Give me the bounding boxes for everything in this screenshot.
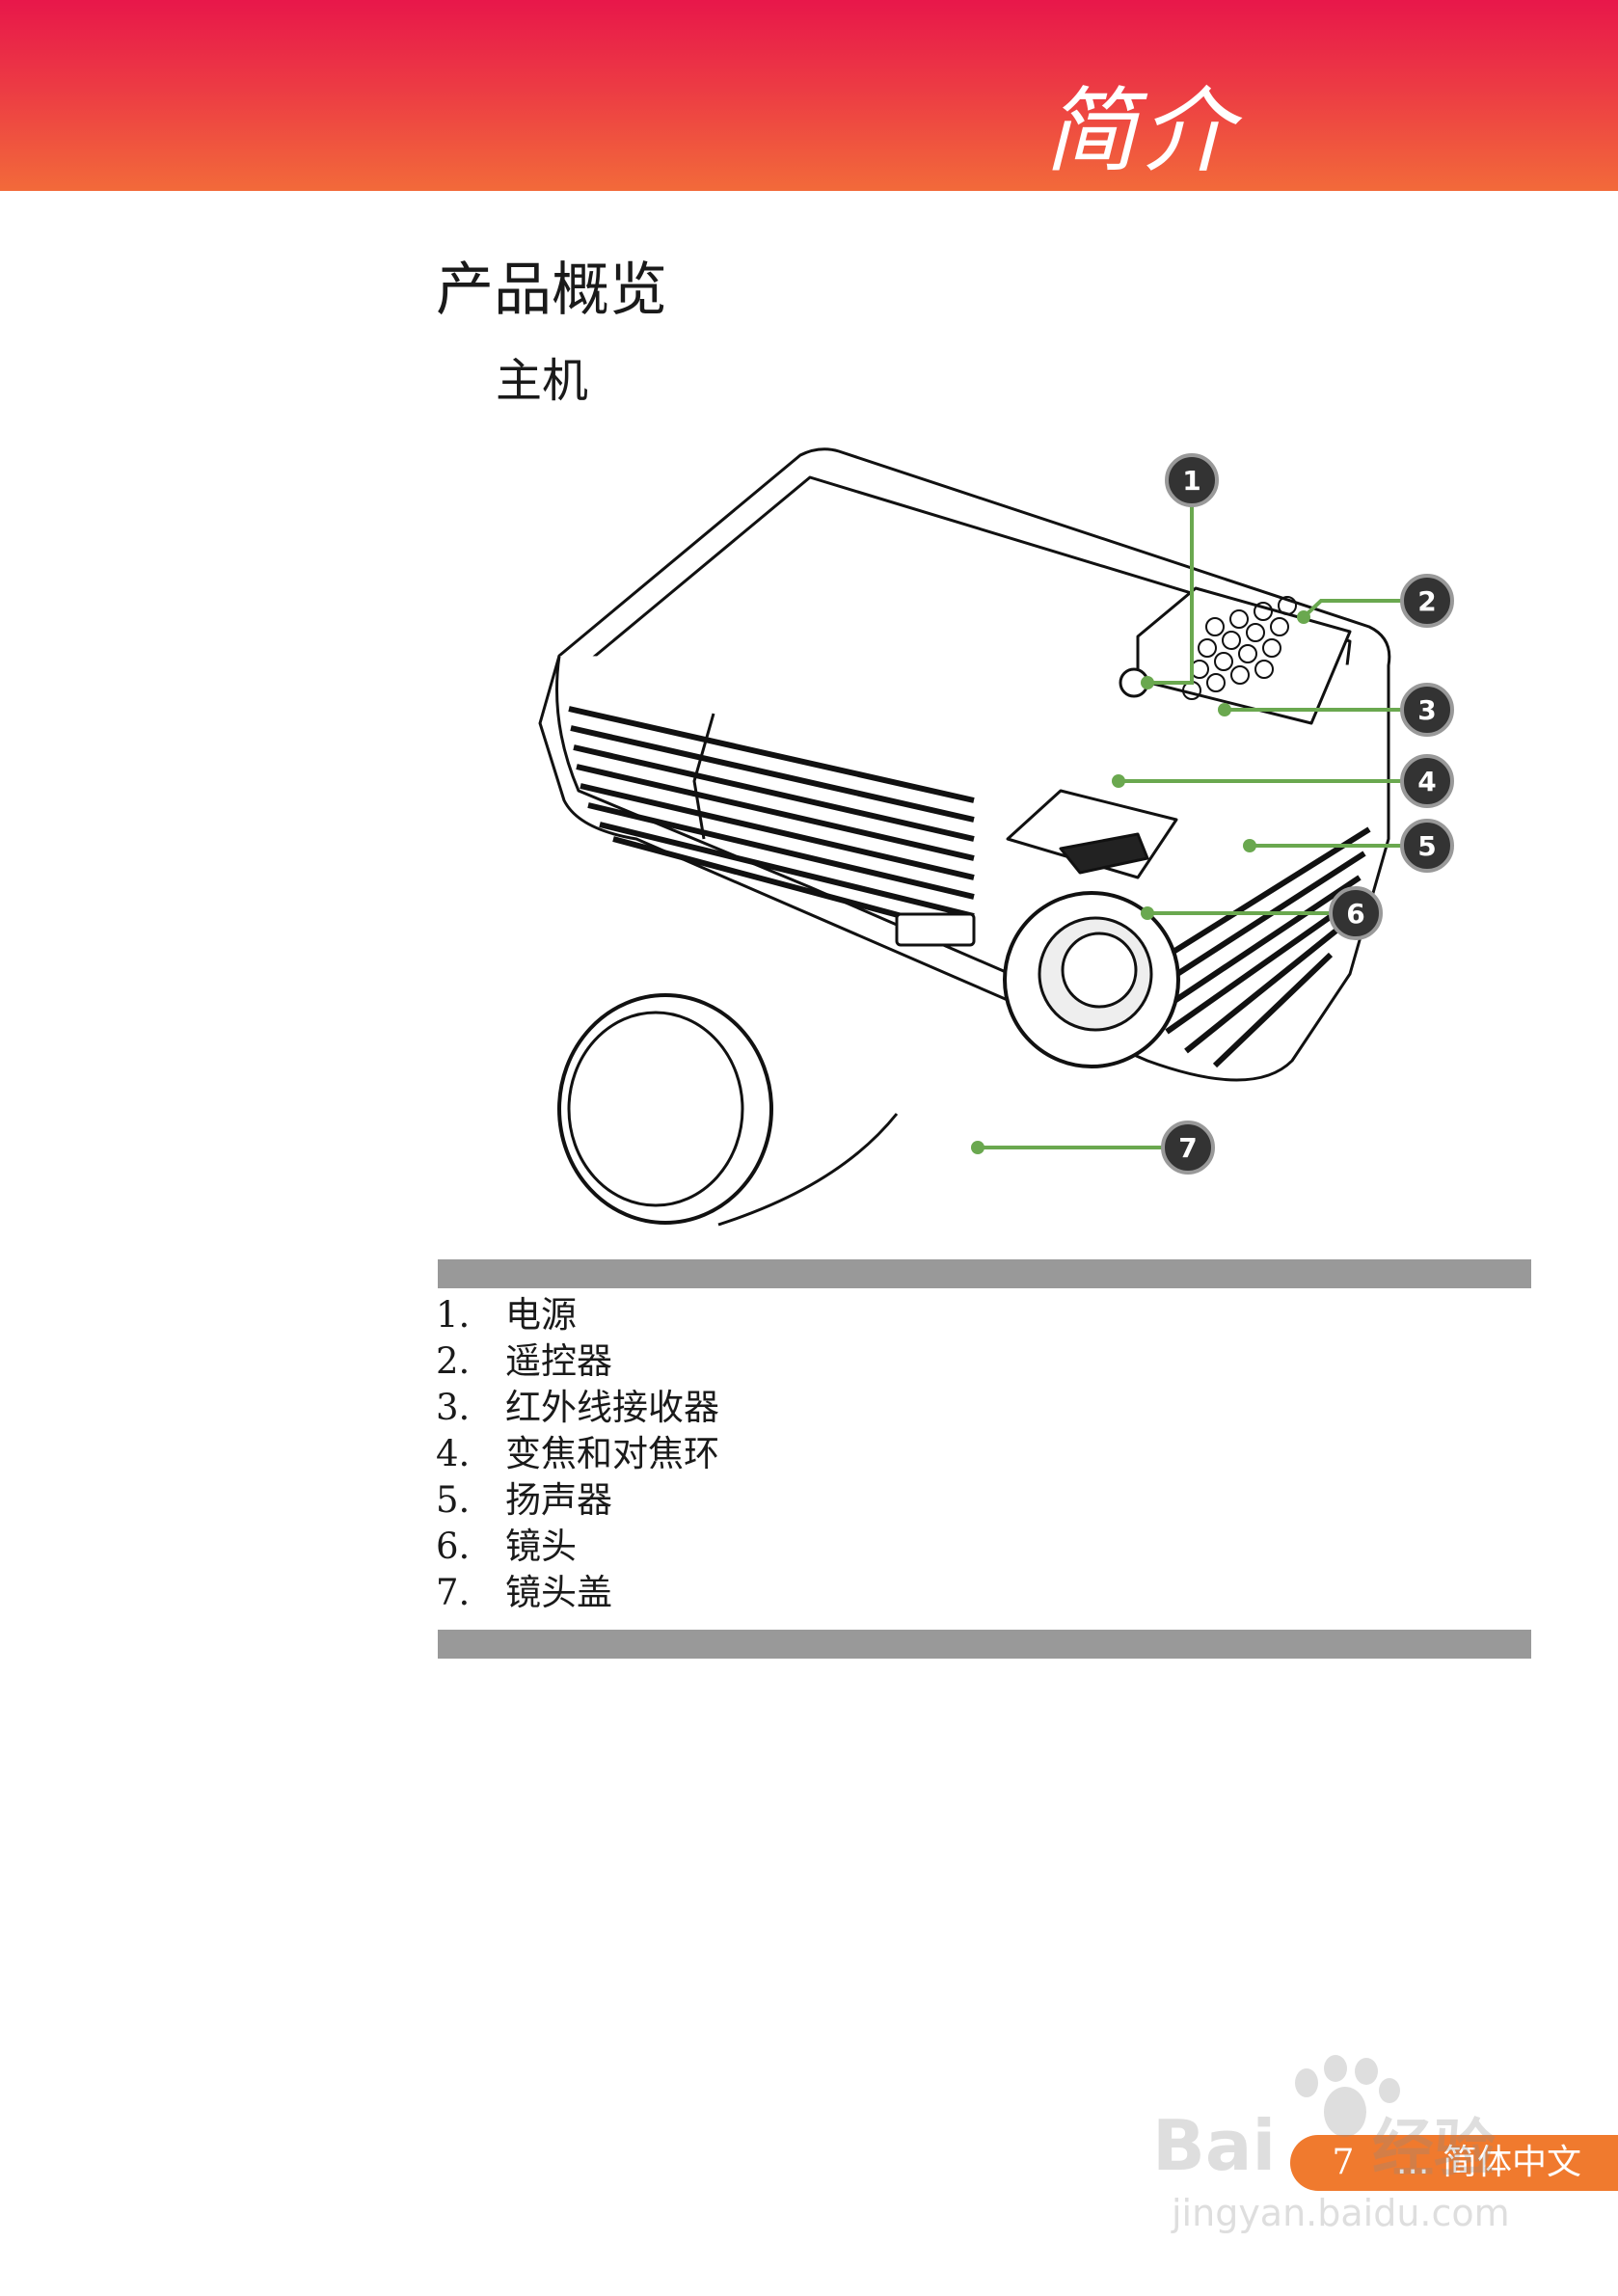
watermark-site: jingyan.baidu.com [1171,2192,1510,2234]
callout-number-2: 2 [1417,585,1436,617]
page-footer-tab: 7 ... 简体中文 [1290,2135,1618,2191]
callout-number-3: 3 [1417,694,1436,726]
callout-badge-3: 3 [1400,683,1454,737]
watermark-brand: Bai [1152,2105,1276,2186]
list-top-rule [438,1259,1531,1288]
page-number: 7 [1332,2143,1355,2182]
list-item: 4. 变焦和对焦环 [436,1431,719,1477]
callout-badge-1: 1 [1165,453,1219,507]
leader-line-1 [1147,503,1194,685]
callout-badge-4: 4 [1400,754,1454,808]
list-item: 5. 扬声器 [436,1477,719,1524]
item-number: 7. [436,1572,471,1613]
item-number: 4. [436,1433,471,1474]
callout-number-7: 7 [1178,1132,1197,1164]
item-number: 5. [436,1479,471,1521]
paw-icon [1295,2055,1400,2137]
leader-line-2 [1302,599,1403,619]
chapter-header-band [0,0,1618,191]
item-label: 红外线接收器 [505,1387,719,1428]
list-item: 3. 红外线接收器 [436,1385,719,1431]
callout-badge-7: 7 [1161,1121,1215,1175]
callout-number-6: 6 [1346,898,1364,930]
item-label: 镜头盖 [505,1572,612,1613]
list-item: 6. 镜头 [436,1524,719,1570]
callout-badge-6: 6 [1329,886,1383,940]
item-number: 2. [436,1340,471,1382]
item-label: 扬声器 [505,1479,612,1521]
list-bottom-rule [438,1630,1531,1659]
list-item: 7. 镜头盖 [436,1570,719,1616]
footer-separator: ... [1396,2143,1430,2182]
list-item: 2. 遥控器 [436,1338,719,1385]
item-label: 镜头 [505,1526,577,1567]
dlp-badge [895,912,976,947]
parts-list: 1.电源 2.遥控器 3.红外线接收器 4.变焦和对焦环 5.扬声器 6.镜头 … [436,1292,719,1616]
item-label: 遥控器 [505,1340,612,1382]
vent-grille-right [1136,826,1371,1068]
list-item: 1. 电源 [436,1292,719,1338]
item-number: 3. [436,1387,471,1428]
chapter-title: 简介 [1044,77,1237,185]
section-title: 产品概览 [436,257,667,324]
footer-language: 简体中文 [1443,2143,1582,2182]
baidu-watermark: Bai 经验 jingyan.baidu.com [1152,2055,1510,2234]
callout-badge-2: 2 [1400,574,1454,628]
projector-diagram: 1 2 3 4 5 6 7 [538,447,1454,1227]
callout-number-4: 4 [1417,766,1436,797]
item-number: 1. [436,1294,471,1336]
watermark-product: 经验 [1372,2114,1496,2185]
item-number: 6. [436,1526,471,1567]
callout-number-5: 5 [1417,830,1436,862]
callout-badge-5: 5 [1400,819,1454,873]
item-label: 变焦和对焦环 [505,1433,719,1474]
callout-number-1: 1 [1182,465,1200,497]
subsection-title: 主机 [496,354,589,408]
item-label: 电源 [505,1294,577,1336]
keypad-buttons [1182,596,1297,700]
